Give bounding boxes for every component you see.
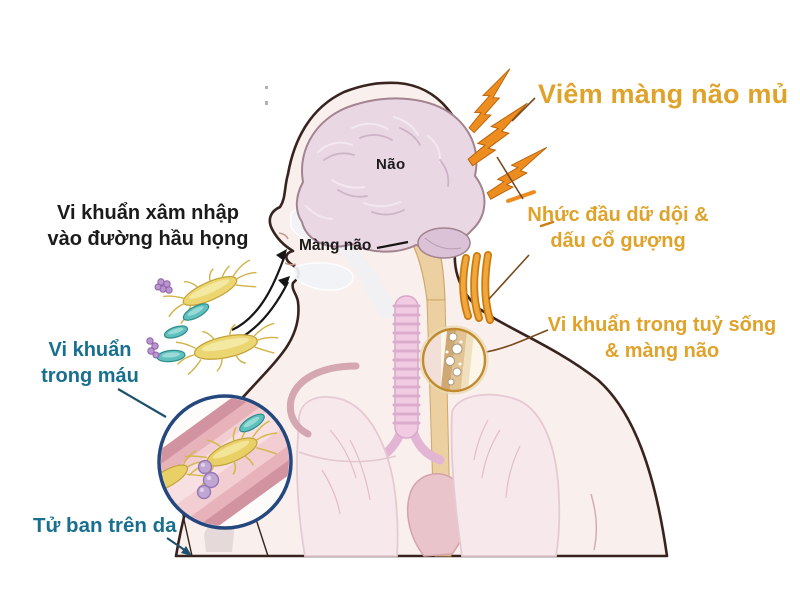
- diagram-title: Viêm màng não mủ: [538, 79, 789, 109]
- lungs-illustration: [296, 393, 561, 557]
- label-bacteria-invade-throat: Vi khuẩn xâm nhập vào đường hầu họng: [26, 200, 270, 252]
- bacteria-cluster-illustration: [146, 259, 279, 376]
- artifact-dots: [265, 86, 268, 105]
- label-bacteria-in-blood: Vi khuẩn trong máu: [30, 337, 150, 389]
- label-line: Nhức đầu dữ dội &: [527, 204, 709, 226]
- neck-stripes-icon: [459, 251, 494, 324]
- label-line: & màng não: [604, 340, 720, 362]
- hand-illustration: [204, 524, 235, 552]
- leader-lines: [485, 97, 549, 353]
- label-line: Vi khuẩn trong tuỷ sống: [547, 314, 777, 336]
- label-line: dấu cổ gượng: [550, 230, 686, 252]
- label-line: Vi khuẩn: [48, 339, 132, 361]
- blood-leader-line: [117, 388, 167, 418]
- label-skin-petechiae: Tử ban trên da: [33, 514, 177, 537]
- label-line: vào đường hầu họng: [47, 228, 249, 250]
- bacteria-in-blood: [161, 413, 278, 500]
- spine-inset: [419, 325, 489, 395]
- trachea-illustration: [392, 295, 421, 439]
- skin-arrow-icon: [166, 537, 192, 556]
- label-meninges: Màng não: [299, 237, 372, 254]
- label-bacteria-in-spine: Vi khuẩn trong tuỷ sống & màng não: [543, 312, 781, 364]
- label-brain: Não: [376, 156, 406, 173]
- blood-vessel-illustration: [286, 362, 360, 438]
- brain-illustration: [295, 97, 486, 259]
- label-line: trong máu: [41, 365, 139, 387]
- label-headache-stiff-neck: Nhức đầu dữ dội & dấu cổ gượng: [518, 202, 718, 254]
- label-line: Vi khuẩn xâm nhập: [57, 202, 239, 224]
